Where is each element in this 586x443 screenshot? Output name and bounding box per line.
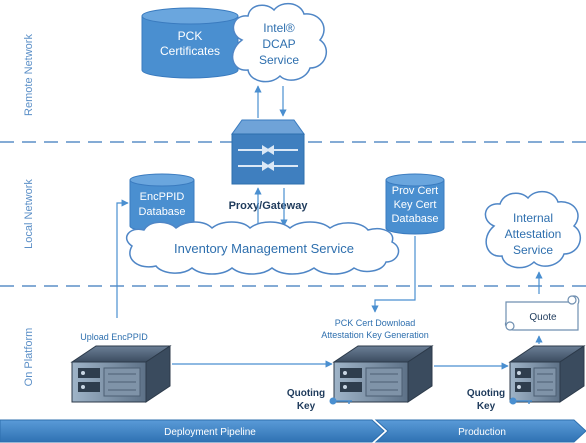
inventory-label: Inventory Management Service	[174, 241, 354, 256]
quote-label: Quote	[529, 312, 557, 323]
provcert-db-label-line3: Database	[391, 213, 438, 225]
zone-label-local: Local Network	[23, 179, 35, 249]
provcert-db-label-line2: Key Cert	[394, 199, 437, 211]
encppid-db-label-line1: EncPPID	[140, 191, 185, 203]
server-production	[508, 345, 586, 403]
zone-label-remote: Remote Network	[23, 34, 35, 116]
provcert-db-label-line1: Prov Cert	[392, 185, 438, 197]
proxy-gateway-label: Proxy/Gateway	[229, 200, 309, 212]
inventory-management-cloud: Inventory Management Service	[126, 221, 400, 275]
production-bar: Production	[374, 419, 586, 443]
intel-dcap-service-cloud: Intel® DCAP Service	[231, 2, 328, 83]
quoting-key-1-line2: Key	[297, 401, 316, 412]
server-deployment-2	[332, 345, 434, 403]
dcap-label-line1: Intel®	[263, 21, 295, 35]
arrow-provcert-to-platform	[371, 236, 416, 313]
proxy-gateway: Proxy/Gateway	[229, 119, 309, 212]
dcap-label-line3: Service	[259, 53, 299, 67]
pck-download-label-line2: Attestation Key Generation	[321, 330, 429, 340]
arrow-upload-encppid	[116, 199, 129, 318]
key-icon	[329, 397, 352, 405]
pck-db-label-line2: Certificates	[160, 44, 220, 58]
deployment-pipeline-label: Deployment Pipeline	[164, 427, 256, 438]
dcap-label-line2: DCAP	[262, 37, 295, 51]
quote-scroll: Quote	[504, 295, 580, 331]
quoting-key-2-line2: Key	[477, 401, 496, 412]
internal-attestation-cloud: Internal Attestation Service	[484, 190, 582, 269]
zone-label-platform: On Platform	[23, 328, 35, 387]
pck-download-label-line1: PCK Cert Download	[335, 318, 416, 328]
internal-attestation-label-line2: Attestation	[505, 227, 562, 241]
pck-certificates-database: PCK Certificates	[141, 7, 239, 79]
quoting-key-1-line1: Quoting	[287, 388, 325, 399]
encppid-db-label-line2: Database	[138, 206, 185, 218]
encppid-database: EncPPID Database	[129, 173, 195, 233]
upload-encppid-label: Upload EncPPID	[80, 332, 148, 342]
prov-cert-database: Prov Cert Key Cert Database	[385, 173, 445, 235]
internal-attestation-label-line3: Service	[513, 243, 553, 257]
switch-arrows-icon	[238, 145, 298, 171]
production-label: Production	[458, 427, 506, 438]
deployment-pipeline-bar: Deployment Pipeline	[0, 419, 385, 443]
pck-db-label-line1: PCK	[178, 29, 203, 43]
server-deployment-1	[70, 345, 172, 403]
quoting-key-2-line1: Quoting	[467, 388, 505, 399]
internal-attestation-label-line1: Internal	[513, 211, 553, 225]
key-icon	[509, 397, 532, 405]
